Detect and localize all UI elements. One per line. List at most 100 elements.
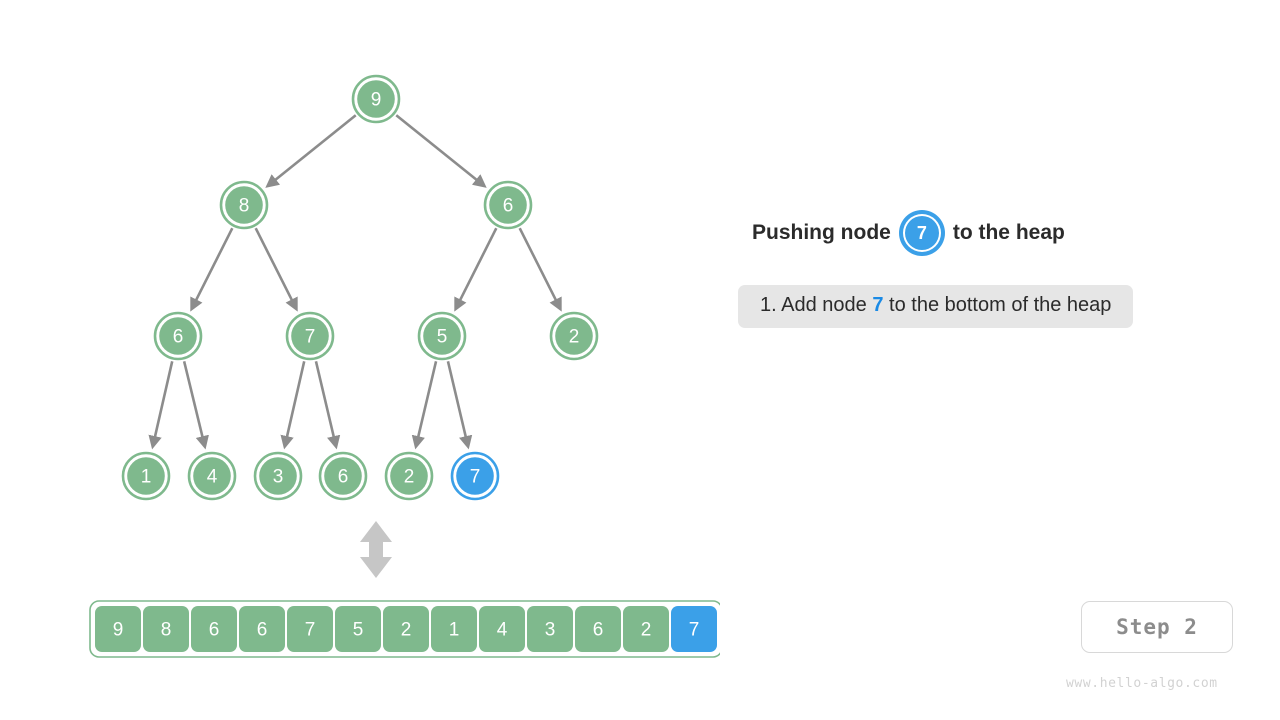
- array-cell: 6: [239, 606, 285, 652]
- tree-node-fill: [127, 457, 165, 495]
- tree-node: 2: [549, 311, 599, 361]
- tree-edge: [395, 114, 487, 188]
- tree-edge: [280, 361, 306, 450]
- tree-edge: [182, 360, 209, 450]
- array-cell: 4: [479, 606, 525, 652]
- tree-node-ring: [285, 311, 335, 361]
- array-cell-fill: [479, 606, 525, 652]
- tree-node-fill: [225, 186, 263, 224]
- instruction-prefix: 1. Add node: [760, 294, 867, 316]
- tree-node: 6: [483, 180, 533, 230]
- tree-node-ring: [549, 311, 599, 361]
- tree-node-fill: [357, 80, 395, 118]
- array-cell-fill: [575, 606, 621, 652]
- array-cell-fill: [335, 606, 381, 652]
- tree-node-fill: [456, 457, 494, 495]
- tree-node: 9: [351, 74, 401, 124]
- info-panel: Pushing node 7 to the heap 1. Add node 7…: [736, 0, 1280, 720]
- array-cell-value: 7: [305, 620, 316, 641]
- tree-node-ring: [318, 451, 368, 501]
- tree-node-value: 6: [338, 467, 349, 488]
- tree-node-value: 1: [141, 467, 152, 488]
- array-cell-value: 6: [593, 620, 604, 641]
- tree-node-fill: [159, 317, 197, 355]
- array-cell-value: 9: [113, 620, 124, 641]
- array-container-border: [89, 600, 720, 658]
- tree-node-ring: [483, 180, 533, 230]
- array-cell: 8: [143, 606, 189, 652]
- tree-node-fill: [555, 317, 593, 355]
- array-cell: 6: [575, 606, 621, 652]
- tree-node: 1: [121, 451, 171, 501]
- array-cell-value: 8: [161, 620, 172, 641]
- tree-node-value: 2: [569, 327, 580, 348]
- tree-node-fill: [259, 457, 297, 495]
- tree-node-fill: [390, 457, 428, 495]
- tree-node-ring: [384, 451, 434, 501]
- tree-node-value: 8: [239, 196, 250, 217]
- tree-node-value: 6: [173, 327, 184, 348]
- array-cell-value: 2: [641, 620, 652, 641]
- pushed-node-badge: 7: [902, 214, 941, 252]
- tree-node: 7: [450, 451, 500, 501]
- instruction-suffix: to the bottom of the heap: [889, 294, 1112, 316]
- array-cell-fill: [239, 606, 285, 652]
- tree-edge: [190, 227, 234, 312]
- tree-edge: [148, 361, 174, 450]
- tree-node: 6: [318, 451, 368, 501]
- tree-node-fill: [291, 317, 329, 355]
- tree-node-value: 5: [437, 327, 448, 348]
- tree-node-value: 4: [207, 467, 218, 488]
- tree-node: 7: [285, 311, 335, 361]
- tree-edge: [411, 361, 438, 450]
- array-cell-value: 1: [449, 620, 460, 641]
- array-cell-fill: [431, 606, 477, 652]
- array-cell-fill: [143, 606, 189, 652]
- array-cell: 3: [527, 606, 573, 652]
- array-cell-value: 7: [689, 620, 700, 641]
- operation-title: Pushing node 7 to the heap: [752, 213, 1065, 253]
- array-cell: 1: [431, 606, 477, 652]
- tree-node: 8: [219, 180, 269, 230]
- tree-node-value: 2: [404, 467, 415, 488]
- tree-node: 4: [187, 451, 237, 501]
- tree-node-ring: [351, 74, 401, 124]
- tree-edge: [454, 227, 498, 312]
- array-cell-fill: [95, 606, 141, 652]
- tree-nodes: 9 8 6 6 7 5 2 1 4 3 6 2 7: [121, 74, 599, 501]
- tree-node-value: 7: [305, 327, 316, 348]
- array-cell-fill: [623, 606, 669, 652]
- array-cell-fill: [527, 606, 573, 652]
- array-cell-value: 6: [257, 620, 268, 641]
- array-cell-value: 2: [401, 620, 412, 641]
- tree-edge: [518, 227, 562, 312]
- array-cell: 6: [191, 606, 237, 652]
- tree-node-ring: [219, 180, 269, 230]
- array-cell: 7: [671, 606, 717, 652]
- operation-title-prefix: Pushing node: [752, 221, 891, 244]
- array-cell-value: 5: [353, 620, 364, 641]
- tree-node-value: 7: [470, 467, 481, 488]
- tree-node: 6: [153, 311, 203, 361]
- array-cell: 7: [287, 606, 333, 652]
- array-cell-value: 6: [209, 620, 220, 641]
- tree-node-ring: [121, 451, 171, 501]
- tree-node-value: 3: [273, 467, 284, 488]
- tree-node-ring: [450, 451, 500, 501]
- tree-node-ring: [417, 311, 467, 361]
- instruction-highlight-value: 7: [872, 294, 884, 316]
- array-cell-fill: [383, 606, 429, 652]
- tree-node-fill: [489, 186, 527, 224]
- array-cell-value: 4: [497, 620, 508, 641]
- tree-node-ring: [153, 311, 203, 361]
- bidirectional-sync-arrow-icon: [360, 521, 392, 578]
- tree-edge: [314, 361, 341, 450]
- array-cell: 2: [623, 606, 669, 652]
- array-cell: 9: [95, 606, 141, 652]
- tree-node-value: 6: [503, 196, 514, 217]
- array-cell-fill: [191, 606, 237, 652]
- array-cell: 5: [335, 606, 381, 652]
- tree-node-ring: [253, 451, 303, 501]
